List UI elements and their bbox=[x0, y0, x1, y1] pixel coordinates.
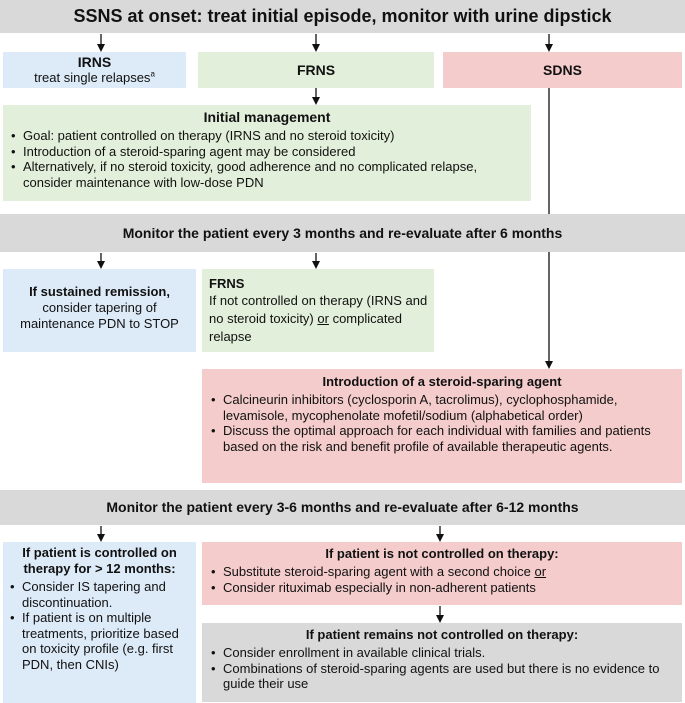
remains-item: Combinations of steroid-sparing agents a… bbox=[209, 661, 675, 692]
initial-item: Alternatively, if no steroid toxicity, g… bbox=[9, 159, 525, 190]
steroid-sparing-box: Introduction of a steroid-sparing agent … bbox=[202, 369, 682, 483]
steroid-sparing-item: Discuss the optimal approach for each in… bbox=[209, 423, 675, 454]
frns-not-controlled-box: FRNS If not controlled on therapy (IRNS … bbox=[202, 269, 434, 352]
irns-box: IRNS treat single relapsesa bbox=[3, 52, 186, 88]
initial-management-list: Goal: patient controlled on therapy (IRN… bbox=[9, 128, 525, 190]
initial-management-box: Initial management Goal: patient control… bbox=[3, 105, 531, 201]
controlled-box: If patient is controlled on therapy for … bbox=[3, 542, 196, 703]
controlled-list: Consider IS tapering and discontinuation… bbox=[8, 579, 191, 672]
frns-title: FRNS bbox=[296, 62, 336, 78]
monitor-banner-1: Monitor the patient every 3 months and r… bbox=[0, 214, 685, 252]
remains-list: Consider enrollment in available clinica… bbox=[209, 645, 675, 692]
controlled-title: If patient is controlled on therapy for … bbox=[22, 545, 177, 576]
remains-not-controlled-box: If patient remains not controlled on the… bbox=[202, 623, 682, 702]
frns-mid-title: FRNS bbox=[209, 276, 245, 291]
initial-item: Introduction of a steroid-sparing agent … bbox=[9, 144, 525, 160]
controlled-item: If patient is on multiple treatments, pr… bbox=[8, 610, 191, 672]
monitor-2-text: Monitor the patient every 3-6 months and… bbox=[106, 499, 579, 515]
irns-footnote-marker: a bbox=[150, 69, 155, 79]
steroid-sparing-item: Calcineurin inhibitors (cyclosporin A, t… bbox=[209, 392, 675, 423]
remission-title: If sustained remission, bbox=[29, 284, 170, 299]
sdns-box: SDNS bbox=[443, 52, 682, 88]
remission-box: If sustained remission, consider taperin… bbox=[3, 269, 196, 352]
onset-banner: SSNS at onset: treat initial episode, mo… bbox=[0, 0, 685, 33]
not-controlled-box: If patient is not controlled on therapy:… bbox=[202, 542, 682, 605]
steroid-sparing-title: Introduction of a steroid-sparing agent bbox=[322, 374, 562, 389]
initial-item: Goal: patient controlled on therapy (IRN… bbox=[9, 128, 525, 144]
sdns-title: SDNS bbox=[543, 62, 582, 78]
irns-subtitle: treat single relapsesa bbox=[34, 69, 155, 85]
not-controlled-title: If patient is not controlled on therapy: bbox=[325, 546, 559, 561]
monitor-banner-2: Monitor the patient every 3-6 months and… bbox=[0, 490, 685, 525]
remission-text: consider tapering of maintenance PDN to … bbox=[20, 300, 179, 331]
not-controlled-list: Substitute steroid-sparing agent with a … bbox=[209, 564, 675, 595]
remains-item: Consider enrollment in available clinica… bbox=[209, 645, 675, 661]
frns-mid-text: If not controlled on therapy (IRNS and n… bbox=[209, 293, 428, 344]
not-controlled-item: Substitute steroid-sparing agent with a … bbox=[209, 564, 675, 580]
onset-title: SSNS at onset: treat initial episode, mo… bbox=[73, 6, 612, 26]
monitor-1-text: Monitor the patient every 3 months and r… bbox=[122, 225, 563, 241]
remains-title: If patient remains not controlled on the… bbox=[305, 627, 579, 642]
frns-box: FRNS bbox=[198, 52, 434, 88]
controlled-item: Consider IS tapering and discontinuation… bbox=[8, 579, 191, 610]
steroid-sparing-list: Calcineurin inhibitors (cyclosporin A, t… bbox=[209, 392, 675, 454]
not-controlled-item: Consider rituximab especially in non-adh… bbox=[209, 580, 675, 596]
irns-title: IRNS bbox=[77, 54, 112, 70]
initial-management-title: Initial management bbox=[203, 109, 331, 125]
